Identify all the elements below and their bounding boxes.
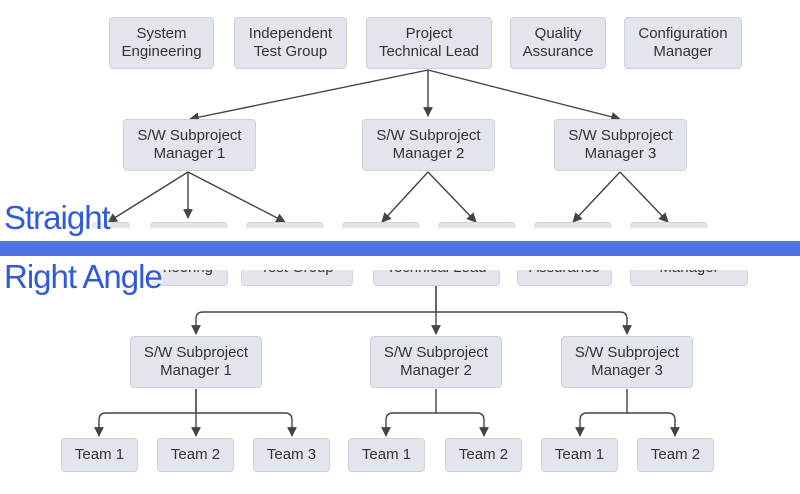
divider-bar [0, 241, 800, 256]
node-subproject-manager-3[interactable]: S/W Subproject Manager 3 [554, 119, 687, 171]
node-team[interactable]: Team 2 [637, 438, 714, 472]
node-ra-subproject-manager-1[interactable]: S/W Subproject Manager 1 [130, 336, 262, 388]
node-quality-assurance[interactable]: Quality Assurance [510, 17, 606, 69]
node-team[interactable]: Team 1 [61, 438, 138, 472]
node-ra-subproject-manager-3[interactable]: S/W Subproject Manager 3 [561, 336, 693, 388]
node-configuration-manager[interactable]: Configuration Manager [624, 17, 742, 69]
node-subproject-manager-1[interactable]: S/W Subproject Manager 1 [123, 119, 256, 171]
node-subproject-manager-2[interactable]: S/W Subproject Manager 2 [362, 119, 495, 171]
caption-right-angle: Right Angle [4, 258, 163, 295]
node-project-technical-lead[interactable]: Project Technical Lead [366, 17, 492, 69]
node-team[interactable]: Team 3 [253, 438, 330, 472]
node-independent-test-group[interactable]: Independent Test Group [234, 17, 347, 69]
node-team[interactable]: Team 1 [348, 438, 425, 472]
node-ra-subproject-manager-2[interactable]: S/W Subproject Manager 2 [370, 336, 502, 388]
node-team[interactable]: Team 1 [541, 438, 618, 472]
node-system-engineering[interactable]: System Engineering [109, 17, 214, 69]
node-team[interactable]: Team 2 [445, 438, 522, 472]
caption-straight: Straight [4, 199, 111, 236]
node-team[interactable]: Team 2 [157, 438, 234, 472]
